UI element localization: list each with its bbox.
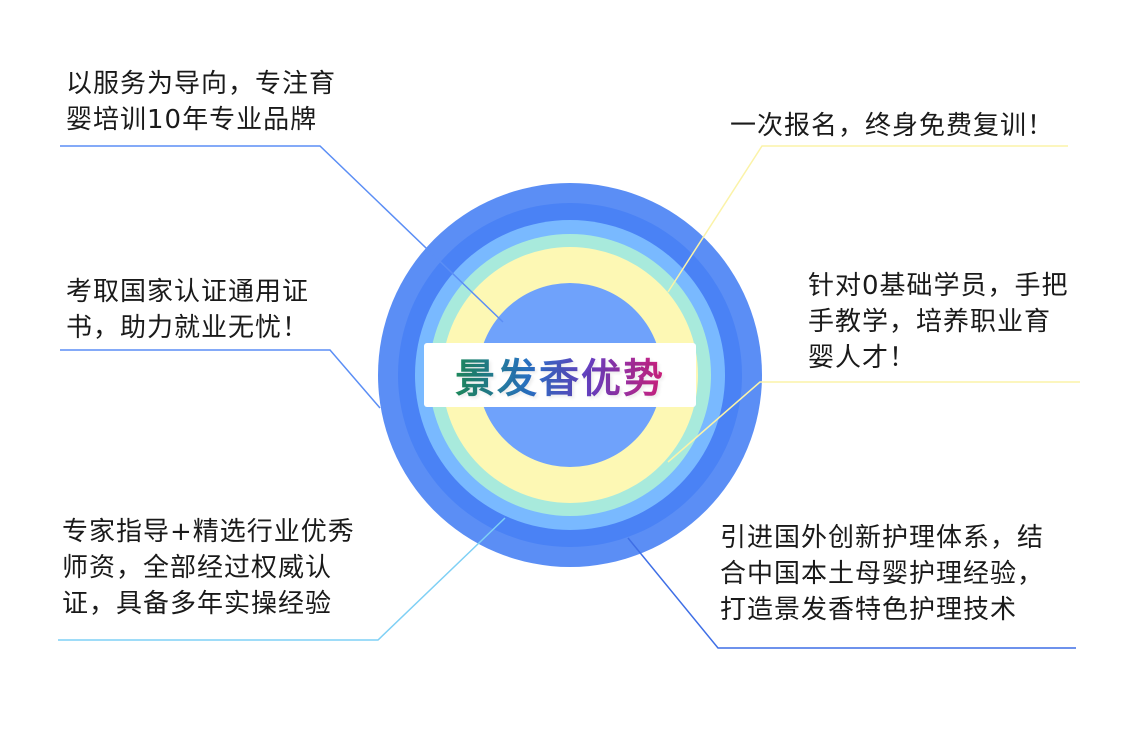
- callout-line: 专家指导+精选行业优秀: [62, 517, 355, 547]
- callout-bottom-right: 引进国外创新护理体系，结 合中国本土母婴护理经验， 打造景发香特色护理技术: [720, 520, 1044, 628]
- center-title: 景发香优势: [455, 346, 665, 404]
- callout-line: 合中国本土母婴护理经验，: [720, 559, 1045, 589]
- callout-line: 婴培训10年专业品牌: [66, 105, 318, 135]
- callout-line: 师资，全部经过权威认: [62, 553, 333, 583]
- connector-bottom-left: [58, 517, 506, 641]
- connector-top-left: [60, 145, 504, 323]
- callout-mid-right: 针对0基础学员，手把 手教学，培养职业育 婴人才！: [808, 268, 1069, 376]
- callout-line: 考取国家认证通用证: [66, 277, 310, 307]
- callout-line: 手教学，培养职业育: [808, 307, 1052, 337]
- callout-line: 婴人才！: [808, 343, 917, 373]
- callout-bottom-left: 专家指导+精选行业优秀 师资，全部经过权威认 证，具备多年实操经验: [62, 514, 355, 622]
- callout-line: 证，具备多年实操经验: [62, 589, 333, 619]
- connector-bottom-right: [627, 537, 1076, 649]
- callout-line: 引进国外创新护理体系，结: [720, 523, 1045, 553]
- connector-top-right: [667, 145, 1068, 293]
- callout-line: 书，助力就业无忧！: [66, 313, 310, 343]
- callout-line: 打造景发香特色护理技术: [720, 595, 1018, 625]
- connector-mid-left: [60, 349, 381, 409]
- callout-top-left: 以服务为导向，专注育 婴培训10年专业品牌: [66, 66, 336, 138]
- callout-top-right: 一次报名，终身免费复训！: [730, 108, 1054, 144]
- callout-line: 一次报名，终身免费复训！: [730, 111, 1055, 141]
- callout-line: 针对0基础学员，手把: [808, 271, 1069, 301]
- callout-line: 以服务为导向，专注育: [66, 69, 337, 99]
- callout-mid-left: 考取国家认证通用证 书，助力就业无忧！: [66, 274, 309, 346]
- connector-mid-right: [667, 381, 1080, 463]
- center-title-box: 景发香优势: [424, 343, 696, 407]
